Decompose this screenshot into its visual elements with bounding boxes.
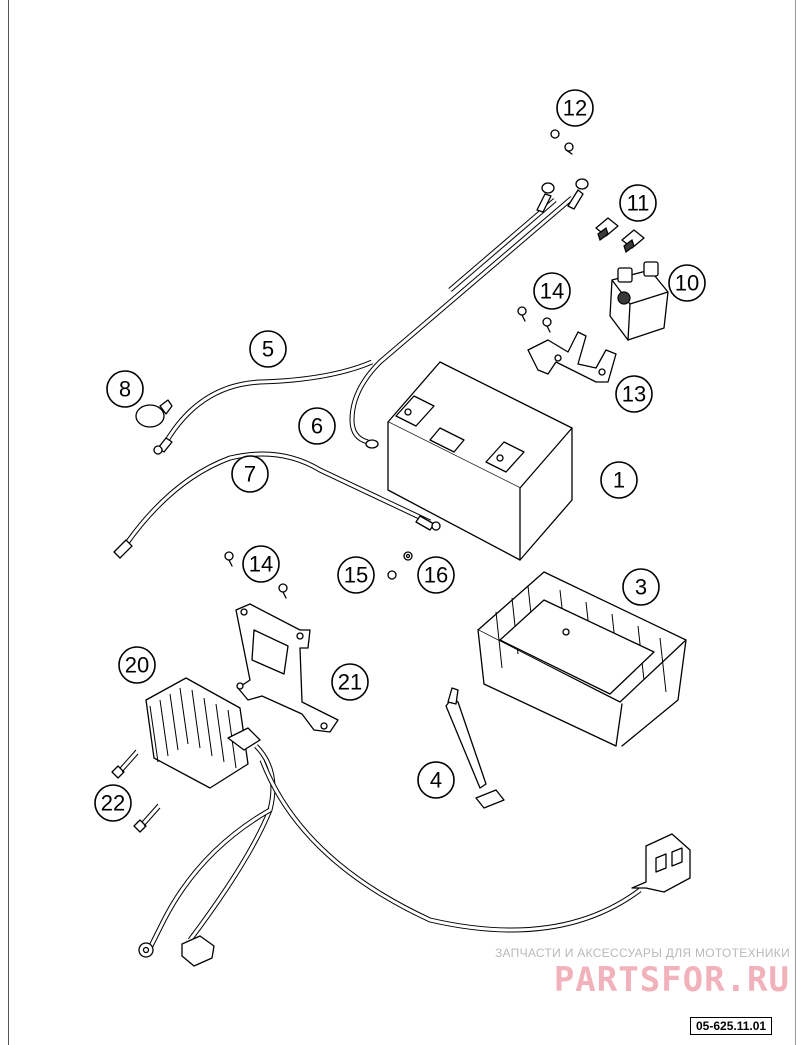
part-22-bolts [111, 749, 161, 833]
svg-text:3: 3 [635, 575, 647, 600]
svg-text:20: 20 [125, 653, 149, 678]
callout-12: 12 [556, 89, 594, 127]
svg-text:7: 7 [244, 462, 256, 487]
part-3-battery-tray [477, 571, 687, 747]
callout-16: 16 [417, 556, 455, 594]
part-13-bracket [527, 331, 617, 383]
svg-text:16: 16 [424, 563, 448, 588]
callout-10: 10 [668, 264, 706, 302]
svg-text:5: 5 [262, 337, 274, 362]
part-1-battery [387, 361, 573, 561]
callout-8: 8 [106, 370, 144, 408]
svg-text:14: 14 [249, 552, 273, 577]
part-11-fuses [595, 217, 645, 253]
part-4-strap [445, 687, 505, 809]
callout-11: 11 [619, 184, 657, 222]
part-10-starter-relay [609, 261, 669, 341]
part-8-cap [135, 399, 173, 428]
svg-text:12: 12 [563, 96, 587, 121]
callout-22: 22 [94, 784, 132, 822]
drawing-code: 05-625.11.01 [690, 1017, 773, 1035]
svg-text:1: 1 [613, 468, 625, 493]
svg-text:11: 11 [627, 191, 650, 216]
callout-6: 6 [298, 407, 336, 445]
part-7-cable [113, 451, 441, 559]
part-6-cable [349, 178, 589, 449]
part-14-screws-upper [517, 306, 552, 333]
svg-text:4: 4 [430, 768, 442, 793]
part-14-screws-lower [224, 551, 288, 599]
part-5-cable [153, 359, 373, 455]
part-21-bracket [235, 603, 339, 733]
page-frame-left [8, 0, 9, 1045]
watermark-tagline: ЗАПЧАСТИ И АКСЕССУАРЫ ДЛЯ МОТОТЕХНИКИ [494, 946, 790, 960]
callout-1: 1 [600, 461, 638, 499]
svg-text:10: 10 [675, 271, 699, 296]
callout-14-lower: 14 [242, 545, 280, 583]
callout-5: 5 [249, 330, 287, 368]
svg-text:14: 14 [540, 279, 564, 304]
part-12-screws [550, 129, 574, 155]
callout-15: 15 [337, 556, 375, 594]
callout-13: 13 [615, 375, 653, 413]
svg-text:13: 13 [622, 382, 646, 407]
callout-20: 20 [118, 646, 156, 684]
callout-4: 4 [417, 761, 455, 799]
watermark-brand: PARTSFOR.RU [553, 960, 790, 1000]
svg-text:22: 22 [101, 791, 125, 816]
page-frame-right [795, 0, 796, 1045]
callout-3: 3 [622, 568, 660, 606]
callout-14-upper: 14 [533, 272, 571, 310]
svg-text:8: 8 [119, 377, 131, 402]
part-16-washer [403, 551, 413, 561]
callout-21: 21 [331, 663, 369, 701]
part-20-regulator [138, 677, 691, 967]
svg-text:15: 15 [344, 563, 368, 588]
callout-7: 7 [231, 455, 269, 493]
svg-text:21: 21 [338, 670, 362, 695]
svg-text:6: 6 [311, 414, 323, 439]
part-15-nut [387, 570, 397, 580]
